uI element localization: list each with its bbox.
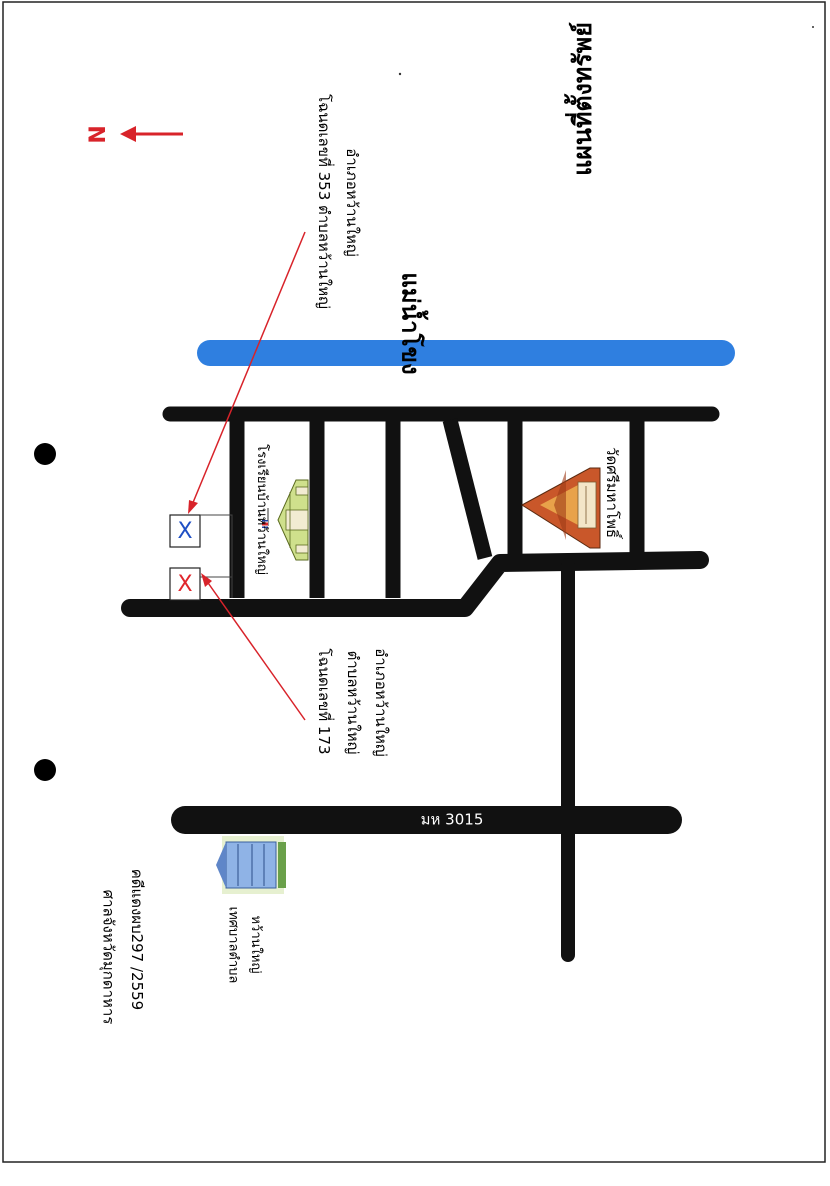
diagonal-road <box>442 418 493 560</box>
road-label: มห 3015 <box>421 811 484 829</box>
temple-label: วัดศรีมหาโพธิ์ <box>603 447 623 540</box>
court-name: ศาลจังหวัดมุกดาหาร <box>99 890 118 1025</box>
binder-hole-top <box>34 443 56 465</box>
north-arrow: N <box>83 125 183 144</box>
parcel-353-marker: X <box>177 519 192 544</box>
river-label: แม่น้ำโขง <box>397 272 430 374</box>
scan-speck <box>812 26 814 28</box>
parcel-173-line2: ตำบลหว้านใหญ่ <box>344 651 362 755</box>
main-road <box>121 551 709 617</box>
parcel-173-line1: โฉนดเลขที่ 173 <box>315 648 335 754</box>
parcel-connector <box>200 514 233 598</box>
parcel-353-line1: โฉนดเลขที่ 353 ตำบลหว้านใหญ่ <box>315 94 335 309</box>
north-label: N <box>83 125 108 143</box>
parcel-173: X <box>169 567 201 601</box>
pointer-arrow-353 <box>188 231 306 514</box>
pointer-arrow-173 <box>201 573 306 721</box>
municipality-label-2: หว้านใหญ่ <box>248 915 264 973</box>
binder-hole-bottom <box>34 759 56 781</box>
parcel-353-line2: อำเภอหว้านใหญ่ <box>343 148 361 256</box>
school-label: โรงเรียนบ้านหว้านใหญ่ <box>254 444 270 575</box>
parcel-173-line3: อำเภอหว้านใหญ่ <box>372 648 390 756</box>
page-border <box>2 1 826 1163</box>
case-number: คดีแดงผบ297 /2559 <box>128 869 146 1010</box>
school-icon <box>262 479 309 561</box>
parcel-353: X <box>169 514 201 548</box>
municipality-label-1: เทศบาลตำบล <box>226 907 241 984</box>
municipality-building-icon <box>216 836 286 894</box>
scan-speck <box>398 72 402 76</box>
road-network <box>121 406 720 962</box>
temple-icon <box>521 467 601 549</box>
parcel-173-marker: X <box>177 572 192 597</box>
map-title: แผนที่ตั้งทรัพย์ <box>563 22 597 176</box>
